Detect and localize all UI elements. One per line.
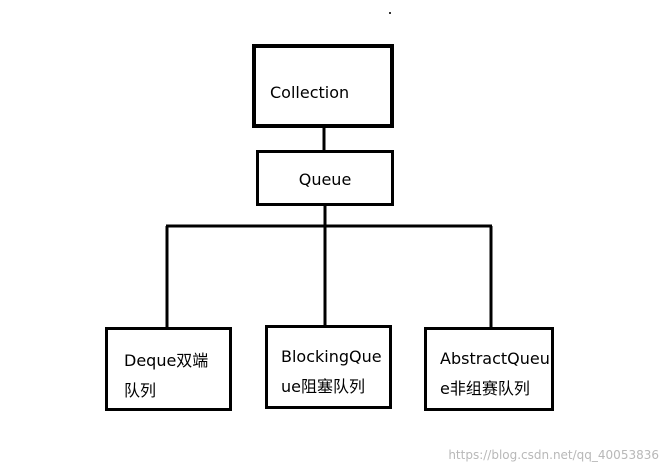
node-queue-label: Queue (298, 170, 352, 189)
node-collection-label: Collection (270, 83, 350, 102)
node-collection: Collection (252, 44, 394, 128)
node-deque: Deque双端 队列 (105, 327, 232, 411)
node-blocking-queue: BlockingQue ue阻塞队列 (265, 325, 392, 409)
node-queue: Queue (256, 150, 394, 206)
node-blocking-queue-label-line1: BlockingQue (281, 347, 382, 366)
node-deque-label-line1: Deque双端 (124, 351, 209, 370)
node-abstract-queue-label-line1: AbstractQueu (440, 349, 550, 368)
node-deque-label-line2: 队列 (124, 381, 157, 400)
watermark-text: https://blog.csdn.net/qq_40053836 (448, 448, 659, 462)
node-abstract-queue: AbstractQueu e非组赛队列 (424, 327, 554, 411)
stray-dot (389, 12, 391, 14)
node-abstract-queue-label-line2: e非组赛队列 (440, 379, 530, 398)
node-blocking-queue-label-line2: ue阻塞队列 (281, 377, 365, 396)
